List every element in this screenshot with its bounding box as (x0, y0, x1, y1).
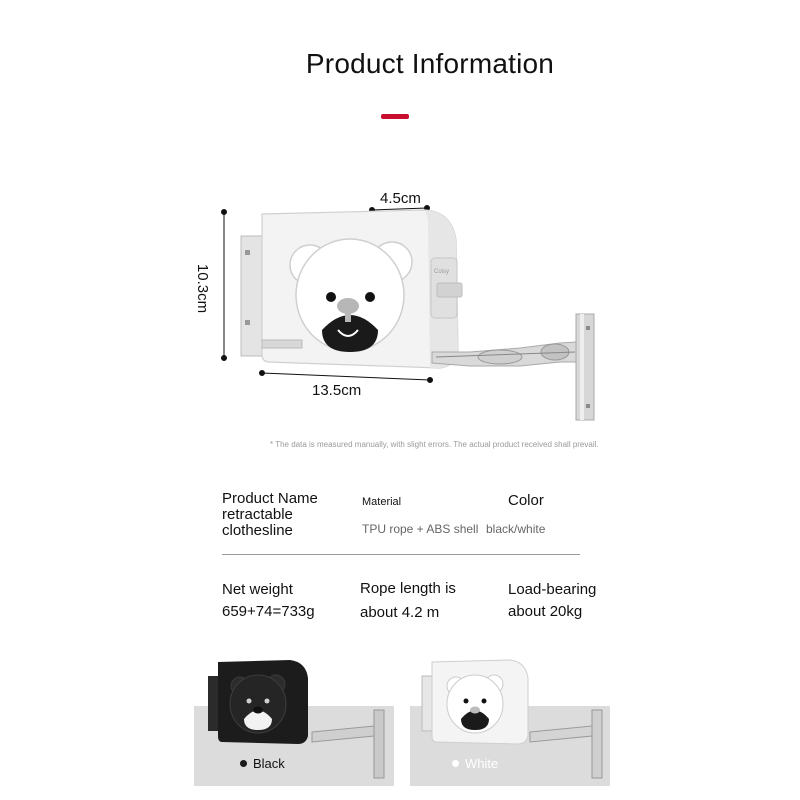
dimension-height: 10.3cm (194, 263, 212, 314)
load-bearing-value: about 20kg (508, 603, 583, 620)
color-value: black/white (486, 522, 546, 536)
variant-white-label: White (465, 756, 499, 771)
material-value: TPU rope + ABS shell (362, 522, 479, 536)
title-accent-bar (381, 114, 409, 119)
measurement-disclaimer: * The data is measured manually, with sl… (270, 440, 599, 449)
product-name-value-1: retractable (222, 506, 293, 523)
variant-black[interactable]: Black (240, 756, 285, 771)
page-title: Product Information (305, 48, 555, 79)
wall-receiver (575, 313, 595, 421)
variant-black-image (194, 660, 394, 786)
dimension-width: 4.5cm (380, 190, 421, 207)
rope-arm (431, 341, 577, 367)
dimension-length: 13.5cm (312, 382, 362, 399)
rope-length-label: Rope length is (360, 580, 456, 597)
bear-face-emblem (289, 238, 413, 352)
spec-divider (222, 554, 580, 555)
brand-mark: Coisy (434, 269, 449, 275)
load-bearing-label: Load-bearing (508, 581, 597, 598)
color-label: Color (508, 492, 544, 509)
variant-white[interactable]: White (452, 756, 498, 771)
black-swatch-icon (240, 760, 247, 767)
product-name-value-2: clothesline (222, 522, 293, 539)
net-weight-value: 659+74=733g (222, 603, 315, 620)
rope-length-value: about 4.2 m (360, 604, 440, 621)
variant-white-image (410, 659, 610, 786)
product-diagram: Coisy (221, 205, 595, 421)
net-weight-label: Net weight (222, 581, 293, 598)
white-swatch-icon (452, 760, 459, 767)
dimension-lines (221, 205, 433, 383)
mounting-plate (240, 235, 264, 357)
variant-black-label: Black (253, 756, 285, 771)
material-label: Material (362, 496, 402, 508)
product-name-label: Product Name (222, 490, 318, 507)
